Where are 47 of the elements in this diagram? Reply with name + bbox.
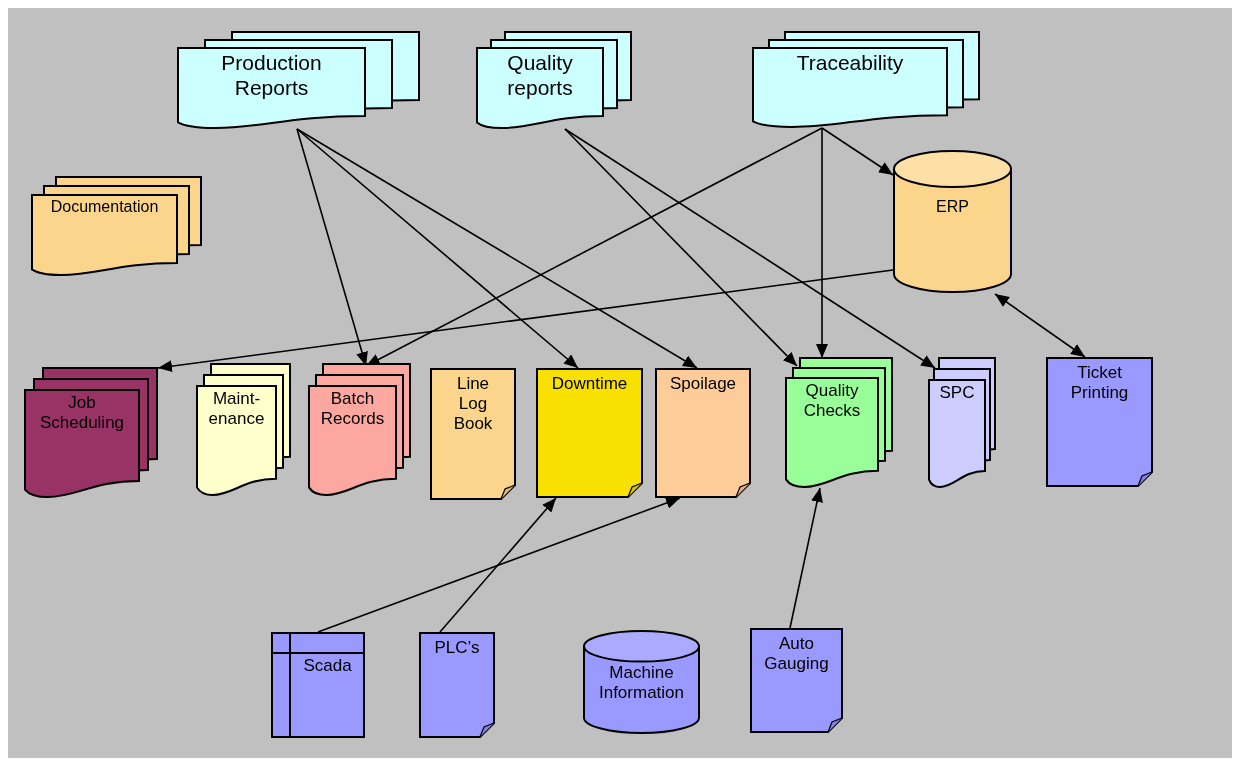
document-page [655,368,751,498]
node-label: Scada [302,656,353,677]
node-label: PLC’s [433,638,481,659]
node-label: Batch Records [319,389,386,430]
arrow [821,127,894,176]
node-label: Downtime [550,374,629,395]
document-stack [752,31,980,128]
arrow [816,127,828,359]
document-stack [308,363,411,496]
document-stack [31,176,202,276]
document-stack [196,363,291,496]
arrow [157,269,894,373]
document-stack [24,367,158,498]
document-stack [785,357,893,488]
database-cylinder [583,630,700,734]
document-stack [476,31,632,129]
node-label: Line Log Book [452,374,494,435]
node-label: Ticket Printing [1069,363,1130,404]
arrow [789,487,823,629]
document-page [750,628,843,733]
document-page [419,632,495,738]
node-label: Quality reports [506,51,574,101]
node-label: Quality Checks [802,381,862,422]
storage-box [271,632,365,738]
database-cylinder [893,150,1012,293]
node-label: Production Reports [220,51,323,101]
node-label: Maint- enance [207,389,266,430]
node-label: Documentation [49,198,160,217]
document-stack [177,31,420,129]
arrow [317,497,681,633]
arrow [994,293,1086,358]
document-stack [928,357,996,488]
arrow [296,128,579,369]
document-page [536,368,643,498]
node-label: SPC [938,383,976,404]
arrow [564,128,936,369]
document-page [1046,357,1153,487]
node-label: Auto Gauging [763,634,830,675]
node-label: Machine Information [597,662,685,703]
document-page [430,368,516,500]
node-label: Job Scheduling [38,393,126,434]
node-label: ERP [935,198,970,217]
arrow [296,128,698,369]
arrow [439,497,557,633]
node-label: Traceability [795,51,905,76]
arrow [564,128,798,367]
node-label: Spoilage [668,374,738,395]
